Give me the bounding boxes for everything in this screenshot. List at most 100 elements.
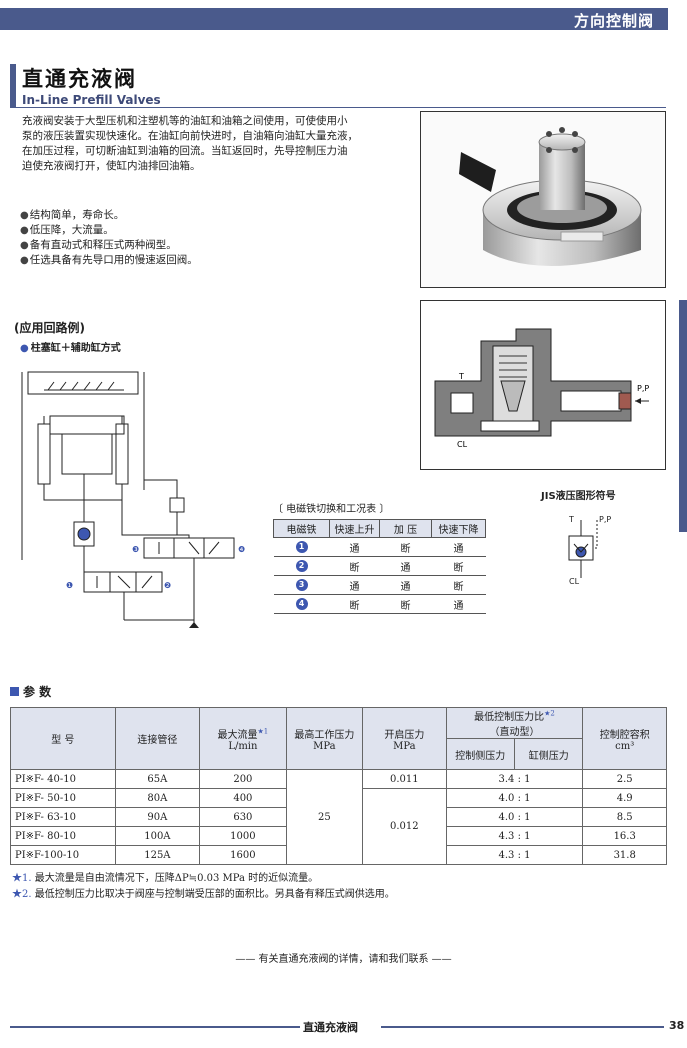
table-row: PI※F- 63-10 90A 630 4.0 : 1 8.5: [10, 807, 667, 827]
intro-line: 在加压过程，可切断油缸到油箱的回流。当缸返回时，先导控制压力油: [22, 145, 348, 157]
solenoid-number-badge: 1: [295, 541, 308, 553]
footnote-mark: ★1.: [12, 873, 32, 884]
table-cell: 通: [431, 594, 486, 614]
pipe-cell: 80A: [114, 788, 201, 808]
footnote-item: ★1. 最大流量是自由流情况下，压降ΔP≒0.03 MPa 时的近似流量。: [12, 871, 395, 887]
application-subtitle: ●柱塞缸＋辅助缸方式: [20, 339, 121, 354]
table-cell: 断: [379, 594, 432, 614]
solenoid-table-title: 〔 电磁铁切换和工况表 〕: [273, 504, 390, 515]
volume-header-unit: cm³: [615, 740, 635, 752]
model-cell: PI※F- 40-10: [10, 769, 116, 789]
jis-label-pp: P,P: [599, 515, 611, 524]
flow-header-label: 最大流量: [217, 729, 258, 741]
table-cell: 通: [329, 537, 380, 557]
flow-cell: 400: [199, 788, 287, 808]
table-row: PI※F-100-10 125A 1600 4.3 : 1 31.8: [10, 845, 667, 865]
col-header-volume: 控制腔容积 cm³: [582, 707, 667, 770]
col-header-ratio: 最低控制压力比★2 （直动型）: [445, 707, 584, 739]
crack-pressure-cell: 0.012: [362, 788, 447, 865]
pipe-cell: 100A: [114, 826, 201, 846]
footnote-item: ★2. 最低控制压力比取决于阀座与控制端受压部的面积比。另具备有释压式阀供选用。: [12, 887, 395, 903]
table-cell: 断: [329, 594, 380, 614]
jis-label-t: T: [568, 515, 574, 524]
volume-cell: 2.5: [582, 769, 667, 789]
square-bullet-icon: [10, 687, 19, 696]
circuit-marker-1: ❶: [66, 581, 73, 590]
jis-symbol: T P,P CL: [555, 510, 635, 590]
volume-cell: 4.9: [582, 788, 667, 808]
application-subtitle-text: 柱塞缸＋辅助缸方式: [30, 343, 121, 354]
solenoid-number-badge: 2: [295, 560, 308, 572]
table-row: 3 通 通 断: [273, 575, 486, 595]
col-header-pipe: 连接管径: [114, 707, 201, 770]
flow-cell: 1000: [199, 826, 287, 846]
params-heading-text: 参 数: [23, 685, 52, 699]
feature-item: 任选具备有先导口用的慢速返回阀。: [20, 253, 198, 268]
valve-section-diagram: T P,P CL: [434, 328, 649, 449]
title-divider: [16, 107, 666, 108]
ratio-cell: 4.3 : 1: [445, 826, 584, 846]
col-header-pressure: 最高工作压力 MPa: [285, 707, 364, 770]
table-cell: 通: [379, 575, 432, 595]
flow-footnote-mark: ★1: [257, 727, 269, 736]
circuit-marker-4: ❹: [238, 545, 245, 554]
table-cell: 通: [379, 556, 432, 576]
circuit-marker-2: ❷: [164, 581, 171, 590]
table-row: 1 通 断 通: [273, 537, 486, 557]
crack-pressure-cell: 0.011: [362, 769, 447, 789]
solenoid-header-cell: 快速下降: [431, 519, 486, 538]
ratio-cell: 4.0 : 1: [445, 788, 584, 808]
intro-line: 迫使充液阀打开，使缸内油排回油箱。: [22, 160, 201, 172]
category-header-bar: 方向控制阀: [0, 8, 668, 30]
title-accent-stripe: [10, 64, 16, 108]
prefill-valve-illustration: [459, 127, 642, 266]
page-subtitle-en: In-Line Prefill Valves: [22, 93, 161, 107]
category-title: 方向控制阀: [573, 12, 654, 30]
ratio-footnote-mark: ★2: [544, 709, 555, 718]
table-cell: 通: [329, 575, 380, 595]
volume-cell: 16.3: [582, 826, 667, 846]
ratio-cell: 3.4 : 1: [445, 769, 584, 789]
table-cell: 断: [329, 556, 380, 576]
section-label-pp: P,P: [637, 384, 649, 393]
ratio-cell: 4.3 : 1: [445, 845, 584, 865]
col-header-ratio-control: 控制侧压力: [445, 738, 516, 770]
table-cell: 断: [431, 556, 486, 576]
crack-header-unit: MPa: [393, 740, 416, 752]
crack-header-label: 开启压力: [384, 729, 425, 741]
footnote-text: 最大流量是自由流情况下，压降ΔP≒0.03 MPa 时的近似流量。: [34, 873, 319, 884]
feature-list: 结构简单，寿命长。 低压降，大流量。 备有直动式和释压式两种阀型。 任选具备有先…: [20, 208, 198, 268]
footer-divider-right: [381, 1026, 664, 1028]
product-photo: [420, 111, 666, 288]
feature-item: 备有直动式和释压式两种阀型。: [20, 238, 198, 253]
contact-note: —— 有关直通充液阀的详情，请和我们联系 ——: [235, 954, 452, 965]
footnote-text: 最低控制压力比取决于阀座与控制端受压部的面积比。另具备有释压式阀供选用。: [34, 889, 395, 900]
flow-cell: 1600: [199, 845, 287, 865]
solenoid-header-cell: 快速上升: [329, 519, 380, 538]
volume-cell: 8.5: [582, 807, 667, 827]
model-cell: PI※F-100-10: [10, 845, 116, 865]
volume-cell: 31.8: [582, 845, 667, 865]
pressure-header-label: 最高工作压力: [294, 729, 355, 741]
solenoid-header-cell: 加 压: [379, 519, 432, 538]
flow-cell: 630: [199, 807, 287, 827]
ratio-cell: 4.0 : 1: [445, 807, 584, 827]
params-table: 型 号 连接管径 最大流量★1 L/min 最高工作压力 MPa 开启压力 MP…: [10, 707, 667, 865]
footer-divider-left: [10, 1026, 300, 1028]
pipe-cell: 125A: [114, 845, 201, 865]
hydraulic-circuit-svg: ❶ ❷ ❸ ❹: [21, 371, 245, 628]
table-cell: 断: [431, 575, 486, 595]
table-row: PI※F- 80-10 100A 1000 4.3 : 1 16.3: [10, 826, 667, 846]
bullet-icon: ●: [20, 343, 29, 354]
application-title: (应用回路例): [14, 321, 85, 335]
max-pressure-cell: 25: [285, 769, 364, 865]
model-cell: PI※F- 63-10: [10, 807, 116, 827]
pipe-cell: 90A: [114, 807, 201, 827]
section-label-cl: CL: [457, 440, 468, 449]
col-header-ratio-cylinder: 缸侧压力: [513, 738, 584, 770]
footnotes: ★1. 最大流量是自由流情况下，压降ΔP≒0.03 MPa 时的近似流量。 ★2…: [12, 871, 395, 903]
circuit-marker-3: ❸: [132, 545, 139, 554]
col-header-flow: 最大流量★1 L/min: [199, 707, 287, 770]
solenoid-table-header: 电磁铁 快速上升 加 压 快速下降: [273, 519, 486, 538]
section-label-t: T: [458, 372, 464, 381]
